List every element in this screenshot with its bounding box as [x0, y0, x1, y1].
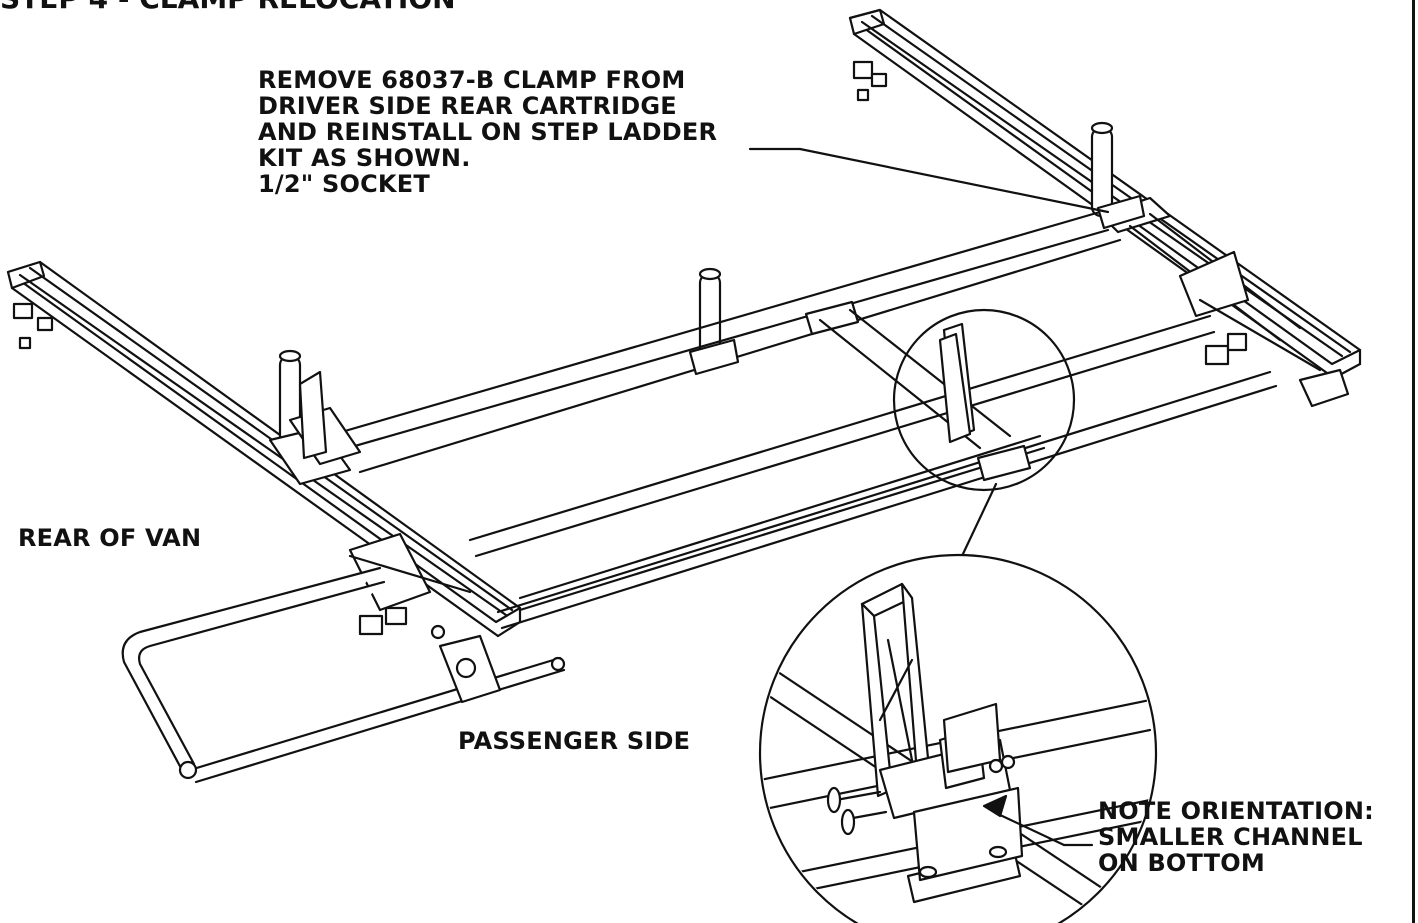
callout-line: KIT AS SHOWN.: [258, 143, 471, 172]
callout-line: ON BOTTOM: [1098, 848, 1265, 877]
detail-circle-small: [892, 308, 1076, 492]
step-title: STEP 4 - CLAMP RELOCATION: [0, 0, 456, 15]
remove-clamp-callout: REMOVE 68037-B CLAMP FROM DRIVER SIDE RE…: [258, 66, 718, 198]
upright-posts: [278, 121, 1114, 450]
note-leader: [996, 812, 1066, 847]
remove-leader-diag: [798, 147, 1110, 214]
callout-line: DRIVER SIDE REAR CARTRIDGE: [258, 91, 677, 120]
left-rail: [6, 260, 522, 638]
callout-line: 1/2" SOCKET: [258, 169, 430, 198]
rear-of-van-label: REAR OF VAN: [18, 524, 202, 552]
callout-line: NOTE ORIENTATION:: [1098, 797, 1374, 825]
passenger-side-label: PASSENGER SIDE: [458, 727, 691, 755]
callout-line: REMOVE 68037-B CLAMP FROM: [258, 66, 686, 94]
detail-leader: [960, 482, 998, 558]
callout-line: AND REINSTALL ON STEP LADDER: [258, 117, 718, 146]
note-orientation-callout: NOTE ORIENTATION: SMALLER CHANNEL ON BOT…: [1098, 797, 1374, 877]
page-border: [1412, 0, 1415, 923]
detail-circle-large: [758, 553, 1158, 923]
step-ladder-kit: [268, 194, 1322, 612]
loading-arm: [121, 566, 566, 784]
callout-line: SMALLER CHANNEL: [1098, 822, 1363, 851]
cross-bars: [298, 210, 1278, 630]
